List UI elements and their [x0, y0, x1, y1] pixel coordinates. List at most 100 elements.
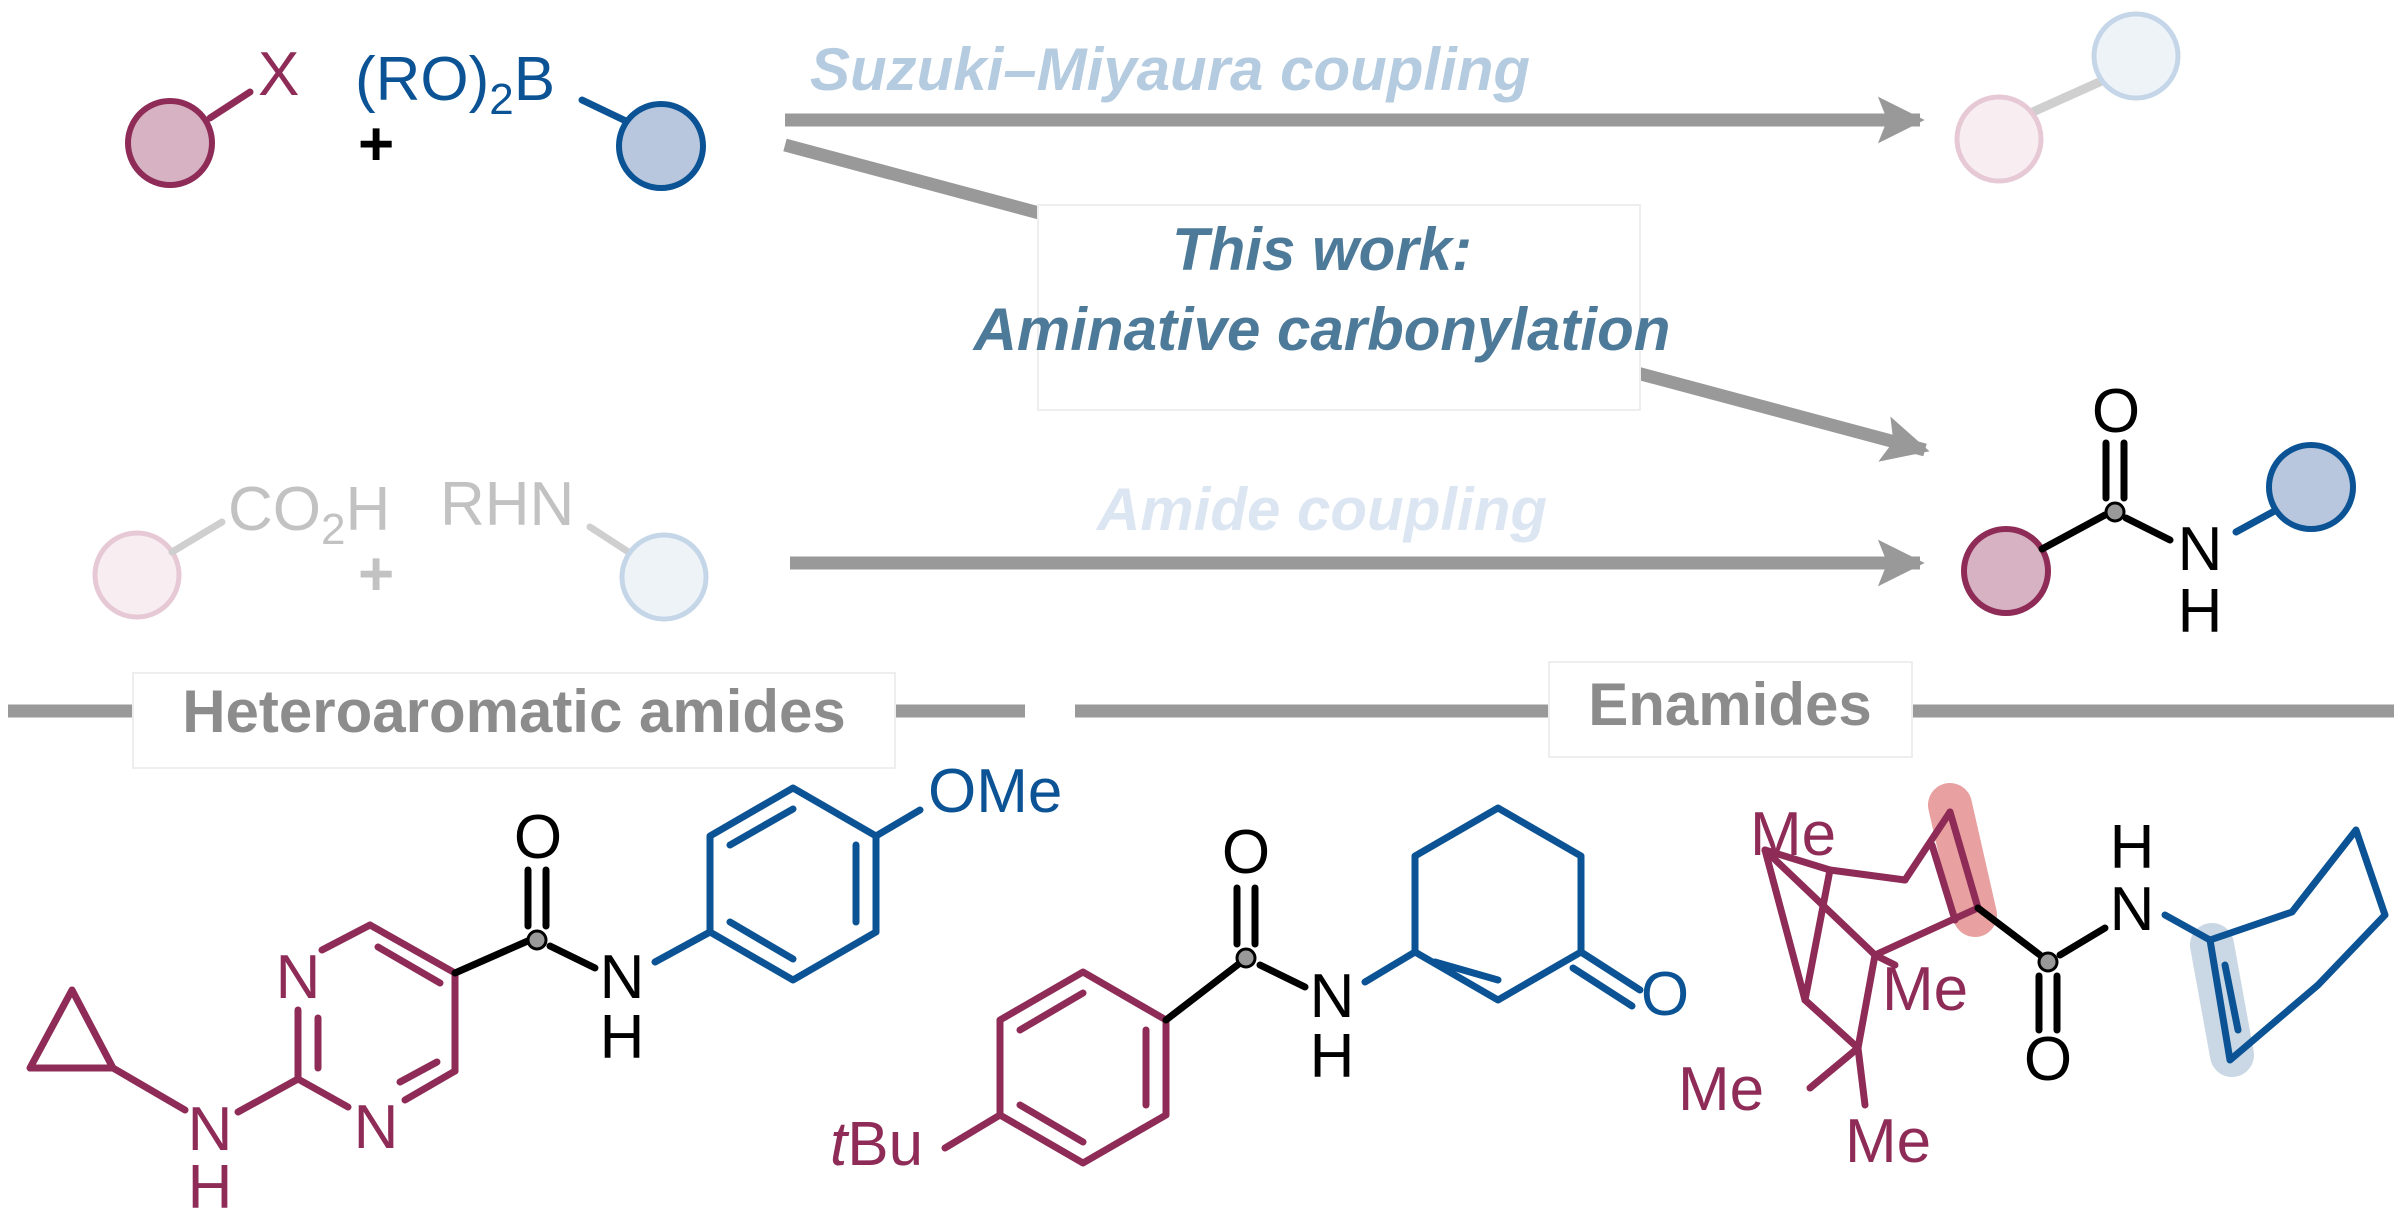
amine-reagent-faded: RHN	[440, 470, 709, 622]
faded-amine-circle	[619, 532, 709, 622]
bicycle-bond-e	[1801, 996, 1862, 1052]
amide-coupling-label: Amide coupling	[1095, 476, 1547, 543]
tbu-phenyl-ring	[996, 968, 1170, 1167]
ring-c4-n3-bond	[401, 1067, 459, 1104]
ex1-c-n-bond	[546, 942, 599, 972]
boronate-label: (RO)2B	[355, 45, 555, 124]
product-amide-h: H	[2178, 577, 2223, 646]
product-amide-n: N	[2178, 515, 2223, 584]
amide-product: O N H	[1961, 377, 2356, 646]
ring-c4-n3-double	[396, 1058, 441, 1086]
ring-c6-c5-bond	[366, 921, 459, 977]
enone-double	[1431, 958, 1502, 984]
ketone-o: O	[1641, 960, 1689, 1029]
ex1-carbonyl-o: O	[514, 803, 562, 872]
acid-label: CO2H	[228, 475, 390, 554]
faded-nucleophile-circle	[2091, 11, 2181, 101]
ex3-amide-n: N	[2110, 875, 2155, 944]
amine-h-label: H	[188, 1153, 233, 1214]
aryl-halide-reagent: X	[125, 40, 299, 188]
me-gem2-label: Me	[1845, 1107, 1931, 1176]
ex2-carbonyl-o: O	[1222, 818, 1270, 887]
bicycle-bond-g	[1761, 846, 1834, 874]
acid-bond	[168, 518, 226, 556]
ring-c2-n3-bond	[294, 1075, 352, 1111]
faded-acid-circle	[92, 530, 182, 620]
cyclopropyl-ring	[26, 986, 117, 1072]
bicycle-bond-d	[1761, 846, 1809, 1004]
aryl-double-3	[726, 918, 797, 963]
biaryl-product-faded	[1954, 11, 2181, 184]
this-work-label-box	[1037, 204, 1641, 411]
tbu-aryl-double-3	[1016, 1101, 1087, 1146]
bridge-me-bond	[1871, 951, 1899, 969]
gem-me-bond-1	[1806, 1044, 1862, 1092]
c-x-bond	[206, 88, 254, 122]
this-work-heading: This work:	[1172, 216, 1472, 283]
bicycle-alkene-2	[1928, 841, 1959, 924]
electrophile-circle	[125, 98, 215, 188]
bicycle-bridge	[1801, 866, 1834, 1004]
plus-sign-bottom: +	[358, 540, 394, 609]
amine-label: RHN	[440, 470, 574, 539]
bicycle-bond-f	[1854, 951, 1879, 1052]
aryl-o-bond	[872, 806, 924, 840]
ring-n1-label: N	[276, 943, 321, 1012]
cycloalkene-ring	[2206, 826, 2389, 1064]
faded-electrophile-circle	[1954, 94, 2044, 184]
ex3-carbonyl-carbon	[2037, 951, 2059, 973]
me-bridge-label: Me	[1882, 955, 1968, 1024]
methoxy-label: OMe	[928, 757, 1062, 826]
bicycle-bond-c	[1761, 846, 1879, 959]
ex3-amide-h: H	[2110, 813, 2155, 882]
n-c2-bond	[234, 1075, 302, 1116]
ex3-c-carbonyl-bond	[1974, 904, 2044, 959]
tbu-label: tBu	[830, 1110, 923, 1179]
ex2-amide-n: N	[1310, 962, 1355, 1031]
ex1-amide-n: N	[600, 943, 645, 1012]
gem-me-bond-2	[1854, 1044, 1869, 1109]
ex1-amide-h: H	[600, 1003, 645, 1072]
ex3-c-n-bond	[2056, 924, 2109, 959]
bicycle-bond-h	[1826, 866, 1909, 884]
leaving-group-x: X	[258, 40, 299, 109]
carboxylic-acid-reagent-faded: CO2H +	[92, 475, 394, 620]
cyclopropyl-n-bond	[109, 1064, 189, 1114]
ring-carbonyl-bond	[451, 936, 534, 977]
product-carbonyl-carbon	[2104, 501, 2126, 523]
product-nucleophile-circle	[2266, 442, 2356, 532]
boronate-reagent: (RO)2B +	[355, 45, 706, 191]
heteroaromatic-amides-heading: Heteroaromatic amides	[182, 678, 846, 745]
bicycle-bond-b	[1871, 904, 1982, 959]
pyrimidine-amide-example: N H N N O N H OMe	[26, 757, 1062, 1219]
suzuki-label: Suzuki–Miyaura coupling	[810, 36, 1530, 103]
camphor-enamide-example: Me Me Me Me O N H	[1678, 783, 2389, 1176]
ex2-aryl-carbonyl-bond	[1162, 959, 1244, 1024]
product-c-c-bond	[2038, 511, 2109, 553]
ring-n3-label: N	[354, 1093, 399, 1162]
amine-bond	[586, 523, 634, 557]
this-work-subheading: Aminative carbonylation	[972, 296, 1671, 363]
methoxyphenyl-ring	[706, 784, 880, 984]
product-n-r-bond	[2232, 504, 2284, 536]
cyclohexenone-ring	[1411, 804, 1585, 1004]
ex2-carbonyl-carbon	[1235, 947, 1257, 969]
n-alkene-bond	[2161, 911, 2214, 944]
product-carbonyl-o: O	[2092, 377, 2140, 446]
tbu-aryl-double-1	[1016, 989, 1087, 1034]
n-aryl-bond	[651, 928, 714, 966]
ring-n1-c6-bond	[318, 921, 374, 954]
bicycle-alkene-1	[1946, 808, 1982, 912]
me-top-label: Me	[1750, 800, 1836, 869]
plus-sign-top: +	[358, 110, 394, 179]
ring-c6-c5-double	[374, 943, 444, 987]
enamides-label-box	[1548, 661, 1913, 758]
ex3-carbonyl-o: O	[2024, 1025, 2072, 1094]
c-b-bond	[578, 96, 632, 126]
ex1-carbonyl-carbon	[526, 929, 548, 951]
ex2-c-n-bond	[1256, 961, 1309, 991]
aryl-double-1	[726, 805, 797, 849]
ketone-bond-2	[1569, 964, 1636, 1010]
